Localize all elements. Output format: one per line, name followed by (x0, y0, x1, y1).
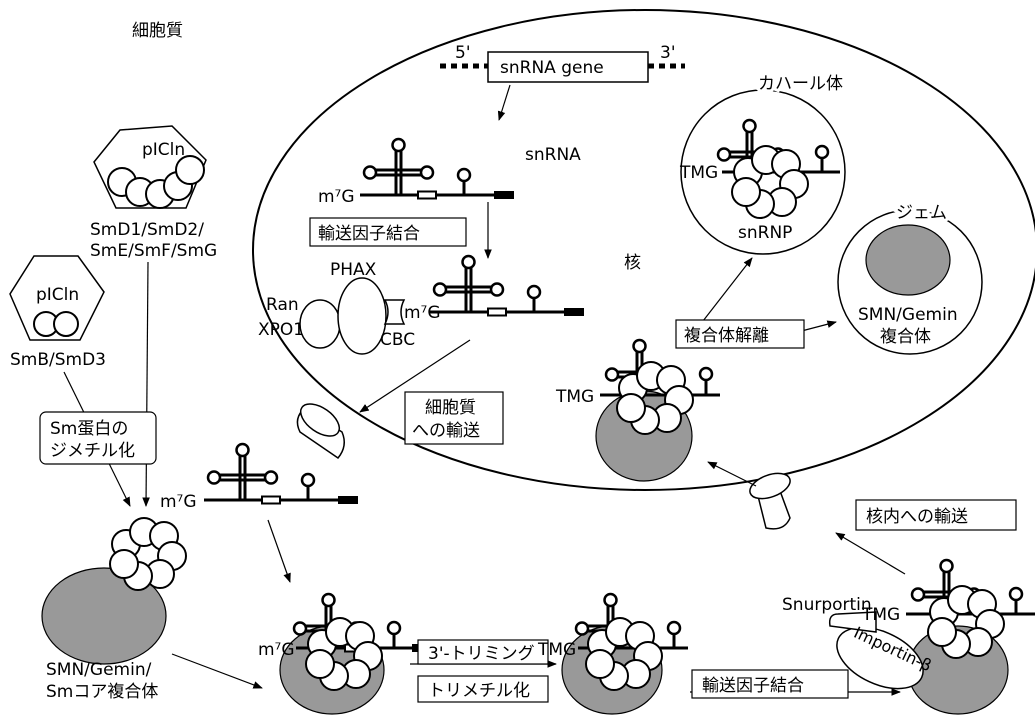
snrna-label: snRNA (525, 145, 581, 165)
five-prime-label: 5' (455, 43, 471, 63)
nuclear-pore-export (295, 398, 345, 458)
snrnp-nucleus (596, 340, 720, 481)
nucleus-label: 核 (624, 253, 641, 273)
snrnp-tmg-core (562, 594, 688, 714)
svg-text:ジメチル化: ジメチル化 (50, 441, 135, 461)
smn-gemin-sm-core (42, 518, 186, 664)
picln-label-2: pICln (36, 285, 79, 305)
m7g-label-3: m⁷G (160, 492, 197, 512)
svg-text:トリメチル化: トリメチル化 (428, 681, 530, 701)
tmg-label-cajal: TMG (679, 163, 718, 183)
snrna-molecule-1 (360, 139, 514, 199)
svg-text:核内への輸送: 核内への輸送 (866, 507, 968, 527)
trimming-box: 3'-トリミング (418, 640, 548, 664)
svg-text:複合体解離: 複合体解離 (684, 326, 769, 346)
svg-text:細胞質: 細胞質 (425, 398, 476, 418)
gem-label: ジェム (896, 203, 947, 223)
svg-text:Sm蛋白の: Sm蛋白の (50, 419, 128, 439)
picln-label-1: pICln (142, 140, 185, 160)
nuclear-import-box: 核内への輸送 (856, 500, 1016, 530)
gem-complex-line1: SMN/Gemin (858, 305, 958, 325)
svg-text:輸送因子結合: 輸送因子結合 (318, 224, 420, 244)
svg-text:への輸送: への輸送 (412, 421, 480, 441)
smn-core-line1: SMN/Gemin/ (46, 660, 152, 680)
dissociation-box: 複合体解離 (676, 320, 804, 348)
three-prime-label: 3' (660, 43, 676, 63)
cbc-label: CBC (380, 330, 415, 350)
cytoplasm-label: 細胞質 (132, 21, 183, 41)
sm-large-line2: SmE/SmF/SmG (90, 241, 217, 261)
svg-text:輸送因子結合: 輸送因子結合 (702, 676, 804, 696)
sm-small-label: SmB/SmD3 (10, 350, 106, 370)
gene-label: snRNA gene (500, 58, 604, 78)
phax-label: PHAX (330, 260, 377, 280)
gem-complex-line2: 複合体 (880, 327, 931, 347)
smn-gemin-nuclear (866, 225, 950, 295)
tmg-label-nucleus: TMG (555, 387, 594, 407)
trimethylation-box: トリメチル化 (418, 676, 548, 702)
m7g-label-1: m⁷G (318, 187, 355, 207)
cytoplasm-export-box: 細胞質 への輸送 (405, 392, 503, 444)
m7g-label-4: m⁷G (258, 640, 295, 660)
import-binding-box: 輸送因子結合 (692, 670, 848, 698)
sm-large-line1: SmD1/SmD2/ (90, 220, 204, 240)
nuclear-pore-import (747, 468, 794, 528)
sm-dimethylation-box: Sm蛋白の ジメチル化 (40, 412, 156, 464)
snurportin-label: Snurportin (782, 595, 872, 615)
snrnp-m7g-core (280, 594, 432, 714)
svg-text:3'-トリミング: 3'-トリミング (428, 644, 535, 664)
tmg-label-import: TMG (861, 605, 900, 625)
snrna-gene: snRNA gene 5' 3' (440, 43, 685, 82)
tmg-label-core: TMG (537, 640, 576, 660)
snrnp-label: snRNP (738, 223, 792, 243)
smn-core-line2: Smコア複合体 (46, 682, 158, 702)
snrna-molecule-2 (430, 256, 584, 316)
xpo1-label: XPO1 (258, 320, 304, 340)
export-binding-box: 輸送因子結合 (310, 218, 466, 246)
ran-label: Ran (266, 295, 299, 315)
cajal-body-label: カハール体 (758, 74, 843, 94)
picln-smd-complex (94, 126, 206, 208)
